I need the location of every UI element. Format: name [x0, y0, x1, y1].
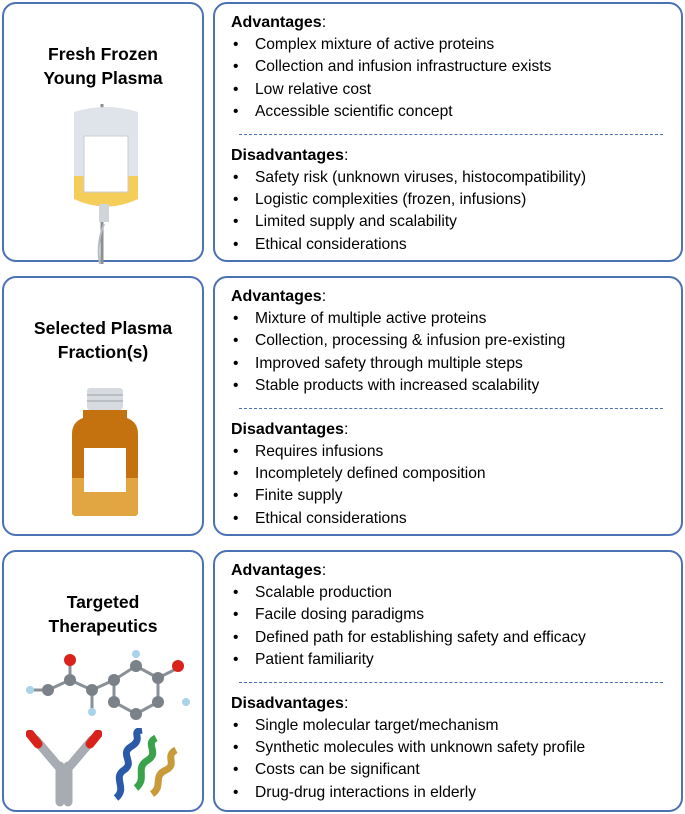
list-item: Accessible scientific concept [231, 101, 681, 124]
dashed-divider [239, 681, 663, 683]
list-item: Ethical considerations [231, 508, 681, 531]
row1-disadvantages-heading: Disadvantages: [231, 146, 349, 164]
row2-advantages-heading: Advantages: [231, 288, 327, 305]
row3-advantages-heading: Advantages: [231, 562, 327, 579]
dashed-divider [239, 407, 663, 409]
small-molecule-icon [26, 650, 190, 720]
list-item: Safety risk (unknown viruses, histocompa… [231, 167, 681, 190]
protein-structure-icon [113, 728, 178, 801]
row2-title: Selected Plasma Fraction(s) [33, 318, 173, 362]
list-item: Complex mixture of active proteins [231, 34, 681, 57]
list-item: Finite supply [231, 485, 681, 508]
list-item: Drug-drug interactions in elderly [231, 782, 681, 805]
row3-content-box: Advantages: Scalable production Facile d… [213, 550, 683, 812]
row2-advantages-list: Mixture of multiple active proteins Coll… [231, 308, 681, 398]
row2-content-box: Advantages: Mixture of multiple active p… [213, 276, 683, 536]
list-item: Mixture of multiple active proteins [231, 308, 681, 331]
row1-label-box: Fresh Frozen Young Plasma [2, 2, 204, 264]
list-item: Synthetic molecules with unknown safety … [231, 737, 681, 760]
row3-disadvantages-list: Single molecular target/mechanism Synthe… [231, 715, 681, 805]
list-item: Defined path for establishing safety and… [231, 627, 681, 650]
list-item: Low relative cost [231, 79, 681, 102]
list-item: Facile dosing paradigms [231, 604, 681, 627]
list-item: Single molecular target/mechanism [231, 715, 681, 738]
list-item: Stable products with increased scalabili… [231, 375, 681, 398]
list-item: Improved safety through multiple steps [231, 353, 681, 376]
row3-disadvantages-heading: Disadvantages: [231, 694, 349, 712]
list-item: Scalable production [231, 582, 681, 605]
row2-disadvantages-list: Requires infusions Incompletely defined … [231, 441, 681, 531]
list-item: Requires infusions [231, 441, 681, 464]
list-item: Incompletely defined composition [231, 463, 681, 486]
row3-title: Targeted Therapeutics [48, 592, 158, 636]
list-item: Limited supply and scalability [231, 211, 681, 234]
row1-disadvantages-list: Safety risk (unknown viruses, histocompa… [231, 167, 681, 257]
row2-label-box: Selected Plasma Fraction(s) [2, 276, 204, 536]
plasma-bag-icon [74, 104, 138, 264]
row1-advantages-heading: Advantages: [231, 14, 327, 31]
antibody-icon [26, 730, 102, 807]
row1-content-box: Advantages: Complex mixture of active pr… [213, 2, 683, 262]
list-item: Logistic complexities (frozen, infusions… [231, 189, 681, 212]
row1-advantages-list: Complex mixture of active proteins Colle… [231, 34, 681, 124]
list-item: Collection and infusion infrastructure e… [231, 56, 681, 79]
list-item: Patient familiarity [231, 649, 681, 672]
row3-advantages-list: Scalable production Facile dosing paradi… [231, 582, 681, 672]
list-item: Collection, processing & infusion pre-ex… [231, 330, 681, 353]
row3-label-box: Targeted Therapeutics [2, 550, 204, 812]
row1-title: Fresh Frozen Young Plasma [43, 44, 163, 88]
dashed-divider [239, 133, 663, 135]
list-item: Ethical considerations [231, 234, 681, 257]
list-item: Costs can be significant [231, 759, 681, 782]
medicine-bottle-icon [72, 388, 138, 516]
row2-disadvantages-heading: Disadvantages: [231, 420, 349, 438]
